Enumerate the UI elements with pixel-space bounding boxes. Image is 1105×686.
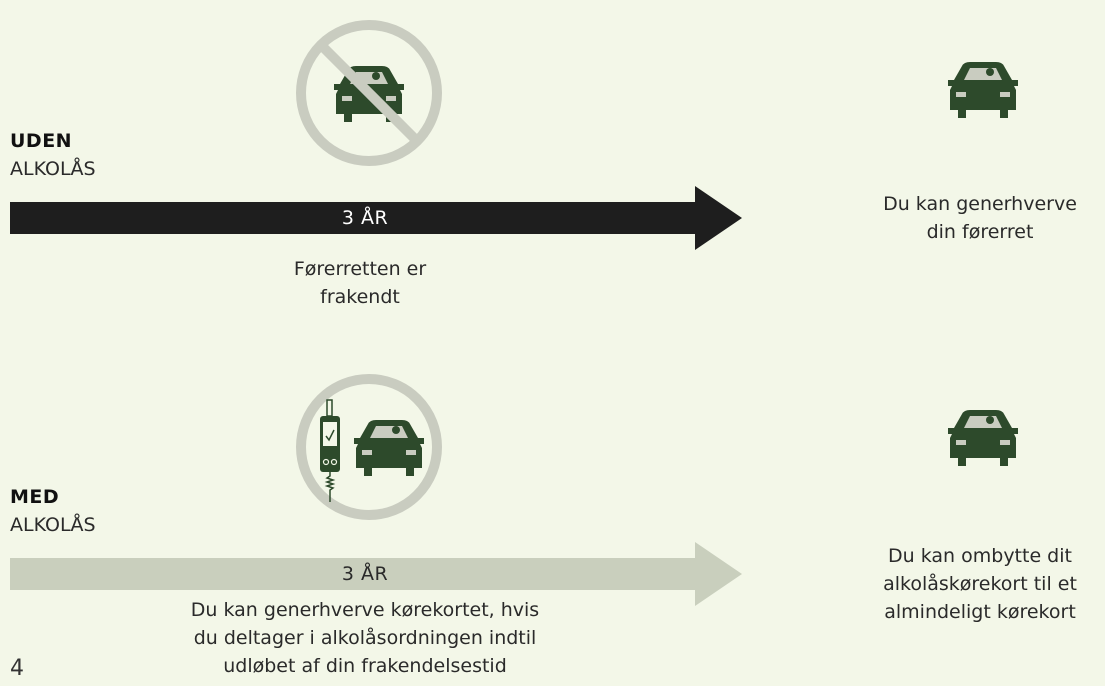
result-med-line2: alkolåskørekort til et <box>883 573 1077 595</box>
car-icon <box>948 62 1018 118</box>
caption-med: Du kan generhverve kørekortet, hvis du d… <box>130 596 600 680</box>
caption-med-line3: udløbet af din frakendelsestid <box>223 655 507 677</box>
caption-med-line1: Du kan generhverve kørekortet, hvis <box>190 599 540 621</box>
caption-uden-line1: Førerretten er <box>293 258 427 280</box>
caption-uden: Førerretten er frakendt <box>230 255 490 311</box>
arrow-uden <box>10 186 742 250</box>
result-uden-line2: din førerret <box>926 221 1034 243</box>
result-uden-line1: Du kan generhverve <box>883 193 1077 215</box>
page-number: 4 <box>10 656 24 681</box>
arrow-med-label: 3 ÅR <box>341 563 389 585</box>
row-med-title-bold: MED <box>10 486 60 508</box>
result-uden: Du kan generhverve din førerret <box>855 190 1105 246</box>
arrow-med <box>10 542 742 606</box>
result-med-line3: almindeligt kørekort <box>884 601 1076 623</box>
row-uden-title: ALKOLÅS <box>10 158 96 180</box>
result-med-line1: Du kan ombytte dit <box>888 545 1072 567</box>
caption-med-line2: du deltager i alkolåsordningen indtil <box>193 627 537 649</box>
result-med: Du kan ombytte dit alkolåskørekort til e… <box>855 542 1105 626</box>
arrow-uden-label: 3 ÅR <box>341 207 389 229</box>
car-icon <box>948 410 1018 466</box>
prohibited-car-icon <box>296 20 442 166</box>
alcolock-car-icon <box>296 374 442 520</box>
row-uden-title-bold: UDEN <box>10 130 73 152</box>
row-med-title: ALKOLÅS <box>10 514 96 536</box>
caption-uden-line2: frakendt <box>320 286 400 308</box>
